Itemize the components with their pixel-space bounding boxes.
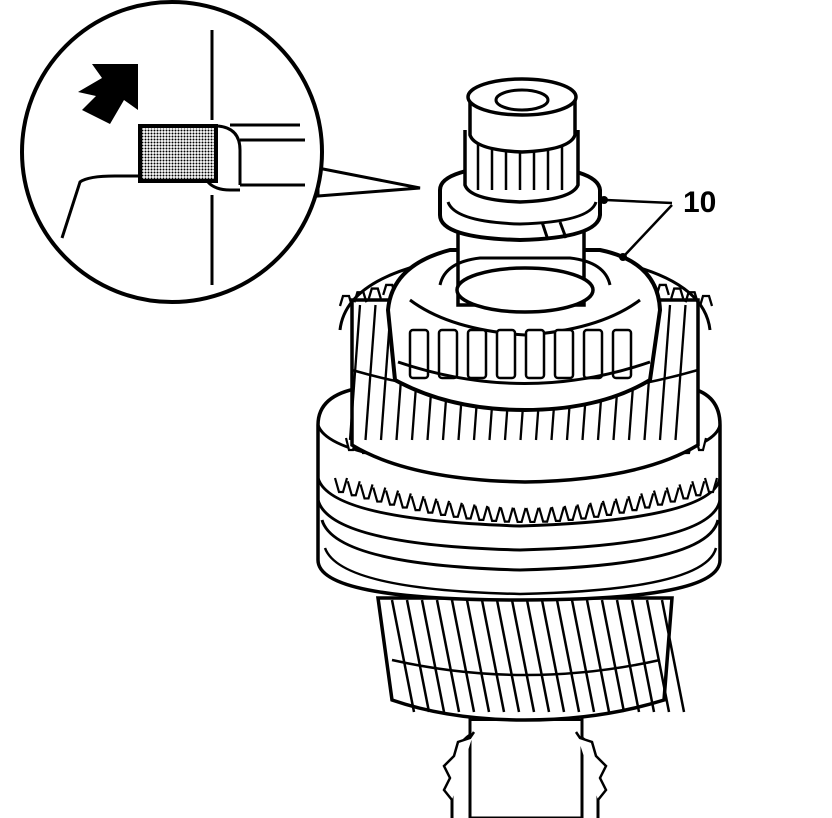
gear-tooth — [510, 599, 536, 713]
lower-helical-gear — [375, 596, 686, 722]
synchro-tooth — [333, 477, 349, 494]
gear-rim-tooth — [338, 294, 354, 307]
gear-rim-tooth — [367, 287, 382, 299]
synchro-tooth — [601, 500, 616, 516]
lower-small-gear-teeth — [442, 731, 608, 801]
synchro-tooth — [359, 484, 374, 500]
bearing-roller — [437, 328, 459, 380]
gear-tooth — [540, 599, 566, 713]
splined-shaft-end — [463, 77, 580, 204]
synchro-tooth — [665, 487, 680, 503]
gear-tooth — [630, 599, 656, 713]
gear-tooth — [405, 599, 431, 713]
gear-tooth — [495, 599, 521, 713]
gear-rim-tooth — [670, 287, 685, 299]
gear-rim-tooth — [353, 291, 368, 303]
gear-tooth — [435, 599, 461, 713]
gear-tooth — [348, 304, 362, 441]
gear-tooth — [525, 599, 551, 713]
synchro-tooth — [627, 495, 642, 512]
gear-rim-tooth — [698, 294, 714, 307]
gear-tooth — [674, 304, 687, 441]
callout-label: 10 — [683, 186, 716, 219]
synchro-tooth — [448, 502, 463, 518]
synchro-tooth — [614, 498, 629, 514]
synchro-tooth — [512, 507, 527, 524]
synchro-tooth — [640, 493, 655, 509]
synchro-tooth — [346, 480, 361, 497]
synchro-tooth — [576, 504, 591, 520]
bearing-roller — [582, 328, 604, 380]
gear-tooth — [585, 599, 611, 713]
synchro-tooth — [550, 506, 565, 523]
gear-tooth — [660, 599, 686, 713]
gear-tooth — [615, 599, 641, 713]
synchro-tooth — [499, 507, 514, 523]
synchro-tooth — [525, 507, 540, 524]
synchro-tooth — [397, 493, 412, 509]
bearing-roller — [495, 328, 517, 380]
synchro-tooth — [384, 490, 400, 506]
synchro-tooth — [703, 477, 719, 494]
bearing-roller — [466, 328, 488, 380]
synchro-tooth — [461, 504, 476, 520]
synchro-tooth — [691, 480, 706, 497]
gear-tooth — [570, 599, 596, 713]
synchro-tooth — [487, 506, 502, 523]
synchro-tooth — [652, 490, 668, 506]
synchro-tooth — [678, 484, 693, 500]
gear-tooth — [645, 599, 671, 713]
gear-tooth — [658, 304, 672, 441]
synchro-tooth — [372, 487, 387, 503]
gear-rim-tooth — [684, 291, 699, 303]
gear-tooth — [450, 599, 476, 713]
bearing-roller — [611, 328, 633, 380]
gear-tooth — [465, 599, 491, 713]
synchro-tooth — [474, 505, 489, 521]
synchro-tooth — [423, 498, 438, 514]
synchro-tooth — [436, 500, 451, 516]
synchro-tooth — [563, 505, 578, 521]
bearing-roller — [553, 328, 575, 380]
gear-tooth — [480, 599, 506, 713]
gear-tooth — [364, 304, 377, 441]
synchro-tooth — [589, 502, 604, 518]
synchro-tooth — [410, 495, 425, 512]
gear-tooth — [555, 599, 581, 713]
gear-tooth — [600, 599, 626, 713]
detail-magnifier — [20, 0, 421, 304]
callout-10: 10 — [600, 186, 716, 261]
gear-tooth — [420, 599, 446, 713]
bearing-roller — [524, 328, 546, 380]
gear-tooth — [390, 599, 416, 713]
arrow-icon — [78, 64, 138, 124]
synchro-tooth — [538, 507, 553, 523]
